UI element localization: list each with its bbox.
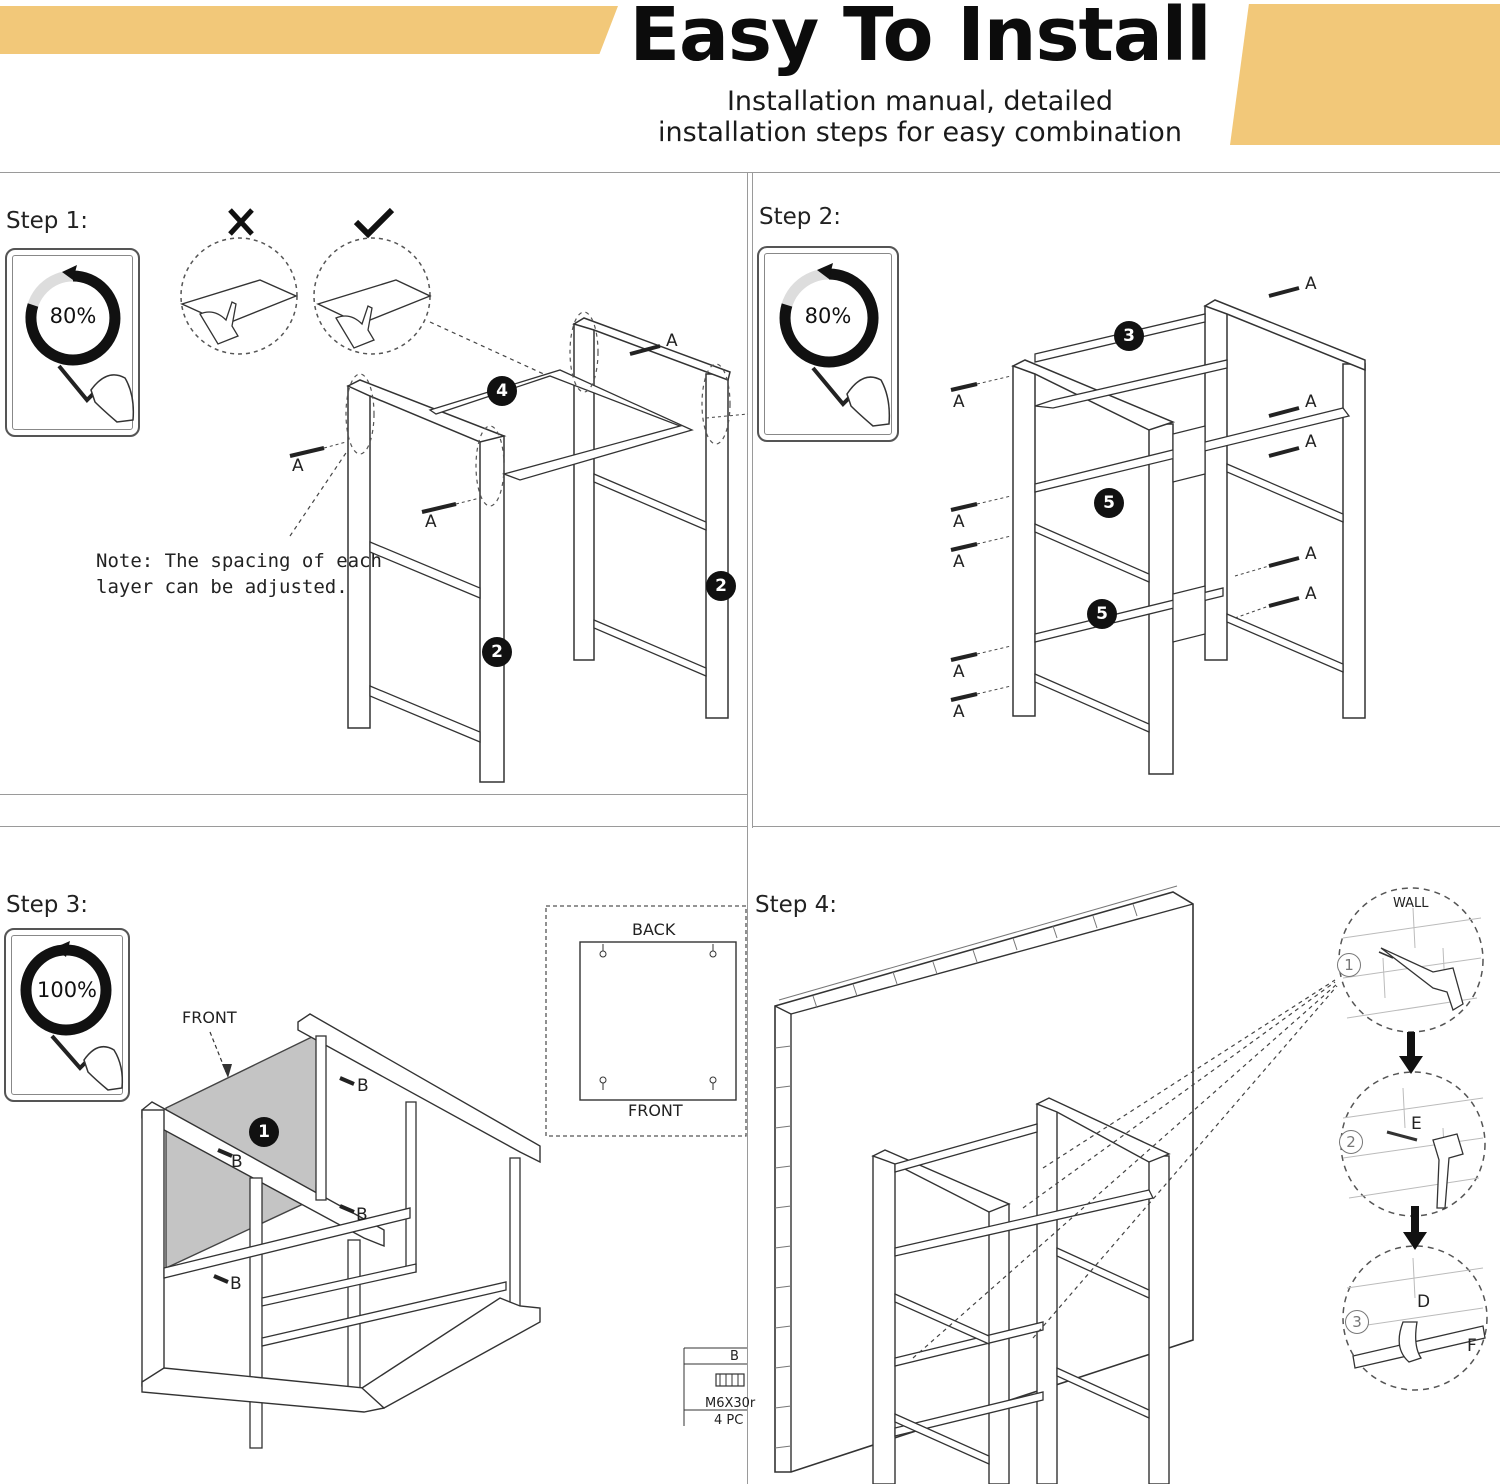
screw-label: A: [425, 512, 437, 532]
divider: [747, 172, 748, 1484]
substep-number: 1: [1337, 953, 1361, 977]
step-2-drawing: [950, 286, 1366, 775]
page-subtitle: Installation manual, detailed installati…: [620, 86, 1220, 148]
substep-number: 2: [1339, 1130, 1363, 1154]
screw-label: A: [1305, 544, 1317, 564]
screw-label: A: [1305, 392, 1317, 412]
hex-key-hand-icon: [779, 263, 891, 427]
part-number-badge: 5: [1094, 488, 1124, 518]
bracket-icon: [1398, 1321, 1423, 1363]
inset-front-label: FRONT: [628, 1101, 683, 1120]
hardware-size: M6X30r: [705, 1396, 756, 1411]
screw-label: A: [953, 392, 965, 412]
screw-label: B: [230, 1274, 242, 1294]
step-label: Step 3:: [6, 892, 89, 918]
screw-label: A: [1305, 432, 1317, 452]
screw-label: A: [1305, 584, 1317, 604]
inset-back-label: BACK: [632, 920, 676, 939]
subtitle-line: Installation manual, detailed: [726, 86, 1114, 117]
screw-label: B: [356, 1205, 368, 1225]
divider: [753, 826, 1500, 827]
screw-label: A: [953, 702, 965, 722]
header-accent-band-left: [0, 6, 618, 54]
divider: [752, 172, 753, 828]
front-label: FRONT: [182, 1008, 237, 1027]
progress-percent: 80%: [49, 304, 97, 328]
step-2-panel: Step 2: 80%: [753, 174, 1500, 826]
part-number-badge: 2: [482, 637, 512, 667]
divider: [0, 826, 747, 827]
substep-number: 3: [1345, 1310, 1369, 1334]
part-number-badge: 3: [1114, 321, 1144, 351]
page-title: Easy To Install: [629, 0, 1211, 78]
step-1-drawing: [180, 207, 749, 783]
part-number-badge: 1: [249, 1117, 279, 1147]
part-number-badge: 2: [706, 571, 736, 601]
hardware-code: B: [730, 1349, 739, 1364]
note-line: layer can be adjusted.: [96, 576, 348, 598]
step-label: Step 4:: [755, 892, 838, 918]
hardware-label: D: [1417, 1292, 1431, 1312]
wrong-mark-icon: [228, 208, 254, 236]
hand-icon: [199, 301, 239, 345]
step-3-panel: Step 3: 100% FRONT: [0, 828, 755, 1484]
screw-label: A: [953, 662, 965, 682]
hand-icon: [335, 305, 375, 349]
part-number-badge: 5: [1087, 599, 1117, 629]
header-accent-band-right: [1230, 4, 1500, 145]
progress-badge: 80%: [5, 248, 140, 437]
step-label: Step 1:: [6, 208, 89, 234]
screw-label: B: [357, 1076, 369, 1096]
part-number-badge: 4: [487, 376, 517, 406]
progress-badge: 80%: [757, 246, 899, 442]
progress-percent: 80%: [804, 304, 852, 328]
screw-label: A: [1305, 274, 1317, 294]
screw-label: A: [292, 456, 304, 476]
step-3-drawing: [141, 905, 747, 1449]
hardware-qty: 4 PC: [714, 1413, 744, 1428]
progress-badge: 100%: [4, 928, 130, 1102]
note-line: Note: The spacing of each: [96, 550, 382, 572]
hardware-label: F: [1467, 1336, 1477, 1356]
screw-label: A: [666, 331, 678, 351]
wall-label: WALL: [1393, 896, 1429, 911]
step-1-panel: Step 1: 80%: [0, 174, 749, 794]
hex-key-hand-icon: [25, 265, 135, 423]
hammer-icon: [1432, 1133, 1464, 1209]
screw-label: B: [231, 1152, 243, 1172]
divider: [0, 794, 747, 795]
screw-label: A: [953, 552, 965, 572]
drill-icon: [1380, 947, 1464, 1011]
hardware-label: E: [1411, 1114, 1422, 1134]
correct-mark-icon: [353, 207, 395, 239]
step-4-drawing: [774, 885, 1488, 1484]
subtitle-line: installation steps for easy combination: [658, 117, 1182, 148]
step-label: Step 2:: [759, 204, 842, 230]
progress-percent: 100%: [36, 978, 98, 1002]
screw-label: A: [953, 512, 965, 532]
spacing-note: Note: The spacing of each layer can be a…: [96, 548, 382, 600]
step-4-panel: Step 4:: [753, 828, 1500, 1484]
divider: [0, 172, 1500, 173]
hex-key-hand-icon: [20, 941, 124, 1091]
